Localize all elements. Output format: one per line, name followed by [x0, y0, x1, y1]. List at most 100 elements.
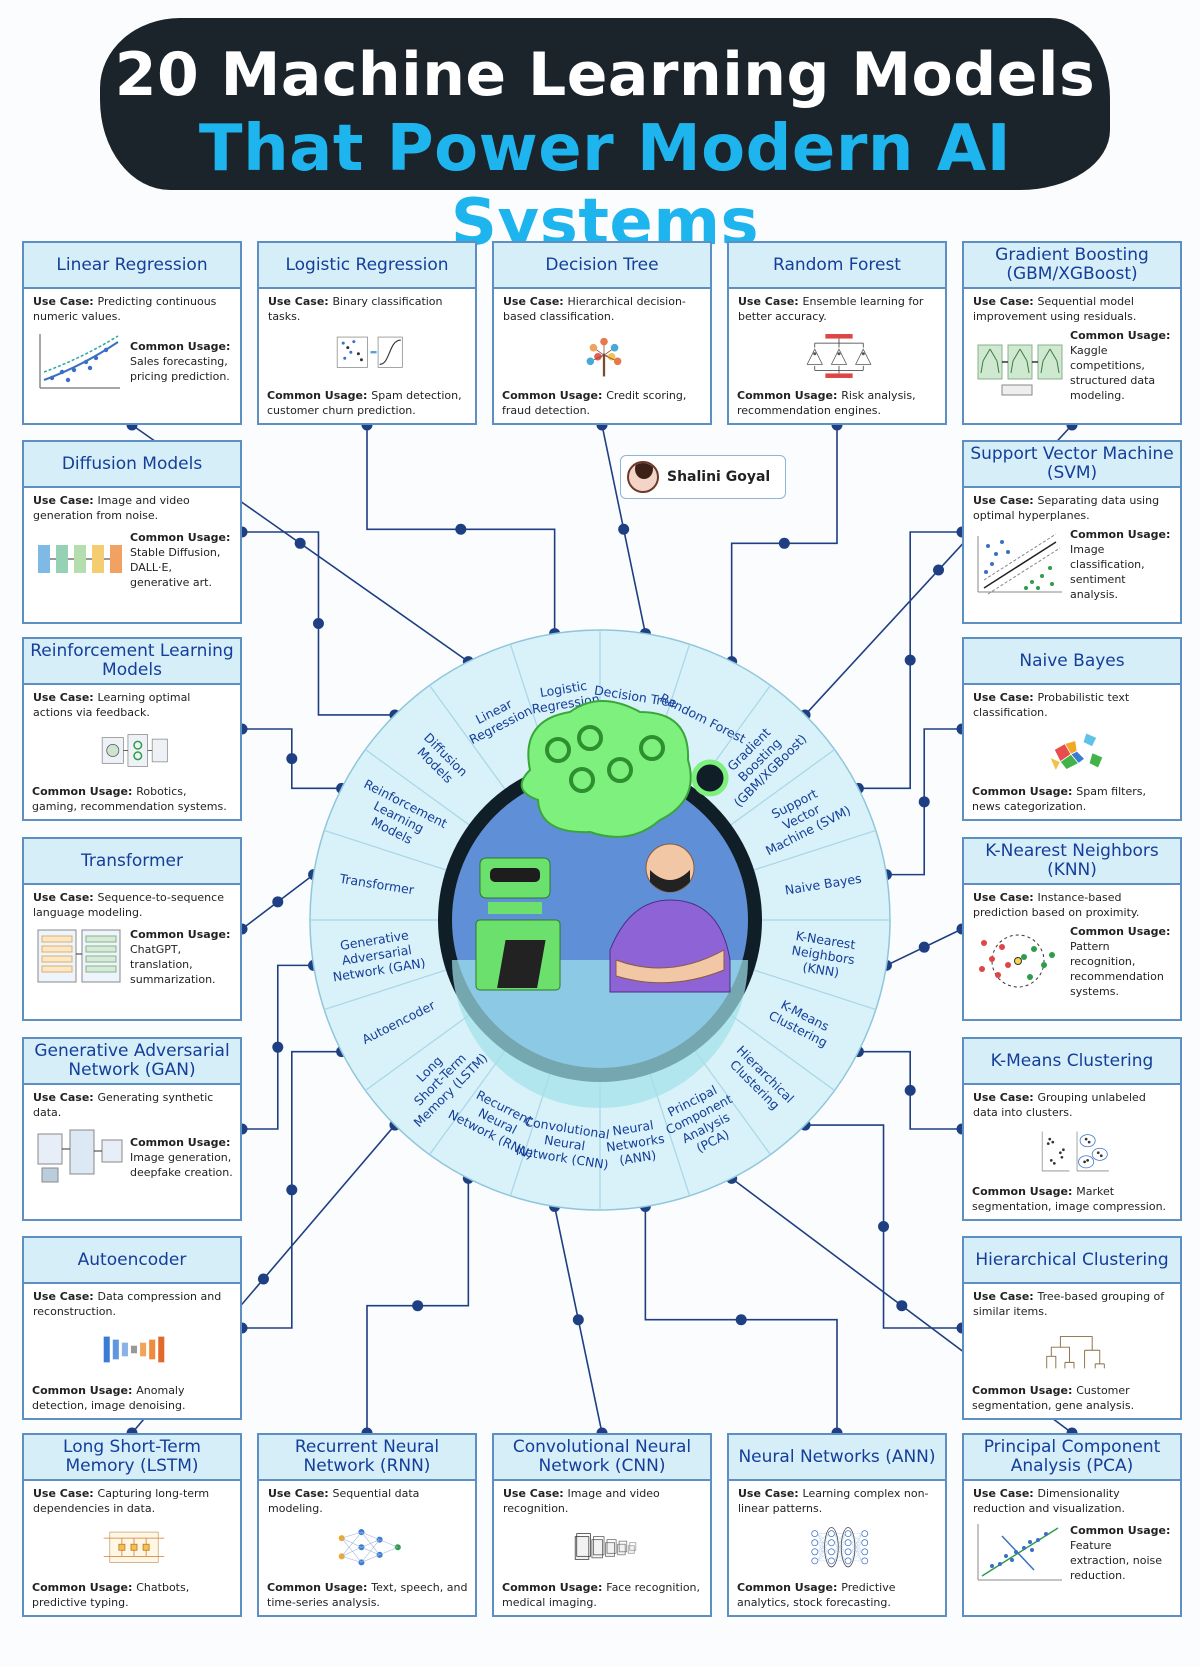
center-illustration: [438, 700, 762, 1108]
use-case-label: Use Case:: [973, 1290, 1038, 1303]
card-title: Random Forest: [729, 243, 945, 289]
common-usage-label: Common Usage:: [737, 389, 842, 402]
pca-axes-icon: [977, 1524, 1062, 1581]
connector-decision-tree: [596, 419, 651, 640]
card-common-usage: Common Usage: Spam filters, news categor…: [972, 784, 1174, 814]
use-case-label: Use Case:: [33, 1091, 98, 1104]
card-common-usage: Common Usage: Robotics, gaming, recommen…: [32, 784, 234, 814]
common-usage-label: Common Usage:: [130, 1135, 231, 1149]
model-card-svm: Support Vector Machine (SVM)Use Case: Se…: [962, 440, 1182, 624]
use-case-text: Sequence-to-sequence language modeling.: [33, 891, 224, 919]
card-title: Support Vector Machine (SVM): [964, 442, 1180, 488]
use-case-text: Tree-based grouping of similar items.: [973, 1290, 1165, 1318]
card-title: Naive Bayes: [964, 639, 1180, 685]
polygons-icon: [1049, 732, 1104, 772]
use-case-label: Use Case:: [503, 1487, 568, 1500]
clusters-icon: [1041, 1131, 1109, 1172]
common-usage-label: Common Usage:: [267, 1581, 372, 1594]
gear-icon: [691, 759, 729, 797]
card-title: Convolutional Neural Network (CNN): [494, 1435, 710, 1481]
card-title: Generative Adversarial Network (GAN): [24, 1039, 240, 1085]
use-case-text: Ensemble learning for better accuracy.: [738, 295, 924, 323]
use-case-text: Generating synthetic data.: [33, 1091, 214, 1119]
card-title: Hierarchical Clustering: [964, 1238, 1180, 1284]
common-usage-label: Common Usage:: [32, 785, 137, 798]
model-card-ann: Neural Networks (ANN)Use Case: Learning …: [727, 1433, 947, 1617]
card-common-usage: Common Usage: ChatGPT, translation, summ…: [124, 927, 234, 987]
card-title: Long Short-Term Memory (LSTM): [24, 1435, 240, 1481]
common-usage-text: Predictive analytics, stock forecasting.: [737, 1581, 896, 1609]
model-card-pca: Principal Component Analysis (PCA)Use Ca…: [962, 1433, 1182, 1617]
use-case-text: Binary classification tasks.: [268, 295, 443, 323]
boosting-trees-icon: [977, 344, 1063, 395]
card-use-case: Use Case: Predicting continuous numeric …: [24, 289, 240, 324]
common-usage-text: Customer segmentation, gene analysis.: [972, 1384, 1135, 1412]
agent-loop-icon: [101, 734, 168, 767]
gan-blocks-icon: [37, 1129, 123, 1183]
connector-logistic-regression: [361, 419, 561, 640]
card-title: Recurrent Neural Network (RNN): [259, 1435, 475, 1481]
common-usage-label: Common Usage:: [972, 1185, 1077, 1198]
use-case-label: Use Case:: [503, 295, 568, 308]
common-usage-label: Common Usage:: [32, 1581, 137, 1594]
use-case-label: Use Case:: [973, 295, 1038, 308]
card-common-usage: Common Usage: Predictive analytics, stoc…: [737, 1580, 939, 1610]
card-use-case: Use Case: Grouping unlabeled data into c…: [964, 1085, 1180, 1120]
card-common-usage: Common Usage: Face recognition, medical …: [502, 1580, 704, 1610]
common-usage-label: Common Usage:: [267, 389, 372, 402]
common-usage-label: Common Usage:: [502, 389, 607, 402]
common-usage-label: Common Usage:: [737, 1581, 842, 1594]
common-usage-text: Face recognition, medical imaging.: [502, 1581, 701, 1609]
card-common-usage: Common Usage: Customer segmentation, gen…: [972, 1383, 1174, 1413]
common-usage-label: Common Usage:: [502, 1581, 607, 1594]
scatter-trend-icon: [39, 334, 120, 389]
card-common-usage: Common Usage: Spam detection, customer c…: [267, 388, 469, 418]
card-use-case: Use Case: Binary classification tasks.: [259, 289, 475, 324]
common-usage-text: Sales forecasting, pricing prediction.: [130, 354, 230, 383]
hyperplane-icon: [977, 533, 1062, 594]
rnn-graph-icon: [338, 1529, 401, 1566]
robot-icon: [475, 857, 561, 991]
use-case-label: Use Case:: [973, 1091, 1038, 1104]
common-usage-text: Spam detection, customer churn predictio…: [267, 389, 462, 417]
common-usage-label: Common Usage:: [1070, 528, 1171, 541]
card-title: Neural Networks (ANN): [729, 1435, 945, 1481]
use-case-text: Learning optimal actions via feedback.: [33, 691, 191, 719]
use-case-text: Grouping unlabeled data into clusters.: [973, 1091, 1146, 1119]
common-usage-text: Market segmentation, image compression.: [972, 1185, 1167, 1213]
conv-layers-icon: [574, 1533, 637, 1560]
card-use-case: Use Case: Hierarchical decision-based cl…: [494, 289, 710, 324]
card-use-case: Use Case: Tree-based grouping of similar…: [964, 1284, 1180, 1319]
card-use-case: Use Case: Sequential model improvement u…: [964, 289, 1180, 324]
common-usage-text: Feature extraction, noise reduction.: [1070, 1539, 1163, 1582]
ann-layers-icon: [811, 1527, 869, 1568]
card-title: Autoencoder: [24, 1238, 240, 1284]
common-usage-text: Risk analysis, recommendation engines.: [737, 389, 916, 417]
sigmoid-curve-icon: [336, 336, 403, 368]
card-use-case: Use Case: Probabilistic text classificat…: [964, 685, 1180, 720]
card-use-case: Use Case: Sequential data modeling.: [259, 1481, 475, 1516]
use-case-label: Use Case:: [268, 1487, 333, 1500]
use-case-label: Use Case:: [973, 1487, 1038, 1500]
common-usage-text: Chatbots, predictive typing.: [32, 1581, 190, 1609]
use-case-label: Use Case:: [973, 891, 1038, 904]
model-wheel: LinearRegressionLogisticRegressionDecisi…: [309, 629, 891, 1211]
card-use-case: Use Case: Learning optimal actions via f…: [24, 685, 240, 720]
card-title: Logistic Regression: [259, 243, 475, 289]
common-usage-label: Common Usage:: [130, 531, 231, 544]
common-usage-text: Spam filters, news categorization.: [972, 785, 1146, 813]
card-common-usage: Common Usage: Sales forecasting, pricing…: [124, 339, 234, 384]
connector-diffusion: [236, 526, 401, 721]
tree-icon: [586, 337, 622, 377]
card-title: Linear Regression: [24, 243, 240, 289]
use-case-label: Use Case:: [973, 691, 1038, 704]
use-case-text: Sequential model improvement using resid…: [973, 295, 1137, 323]
use-case-label: Use Case:: [738, 295, 803, 308]
card-title: Decision Tree: [494, 243, 710, 289]
card-common-usage: Common Usage: Text, speech, and time-ser…: [267, 1580, 469, 1610]
common-usage-label: Common Usage:: [1070, 925, 1171, 938]
dendrogram-icon: [1046, 1336, 1105, 1369]
